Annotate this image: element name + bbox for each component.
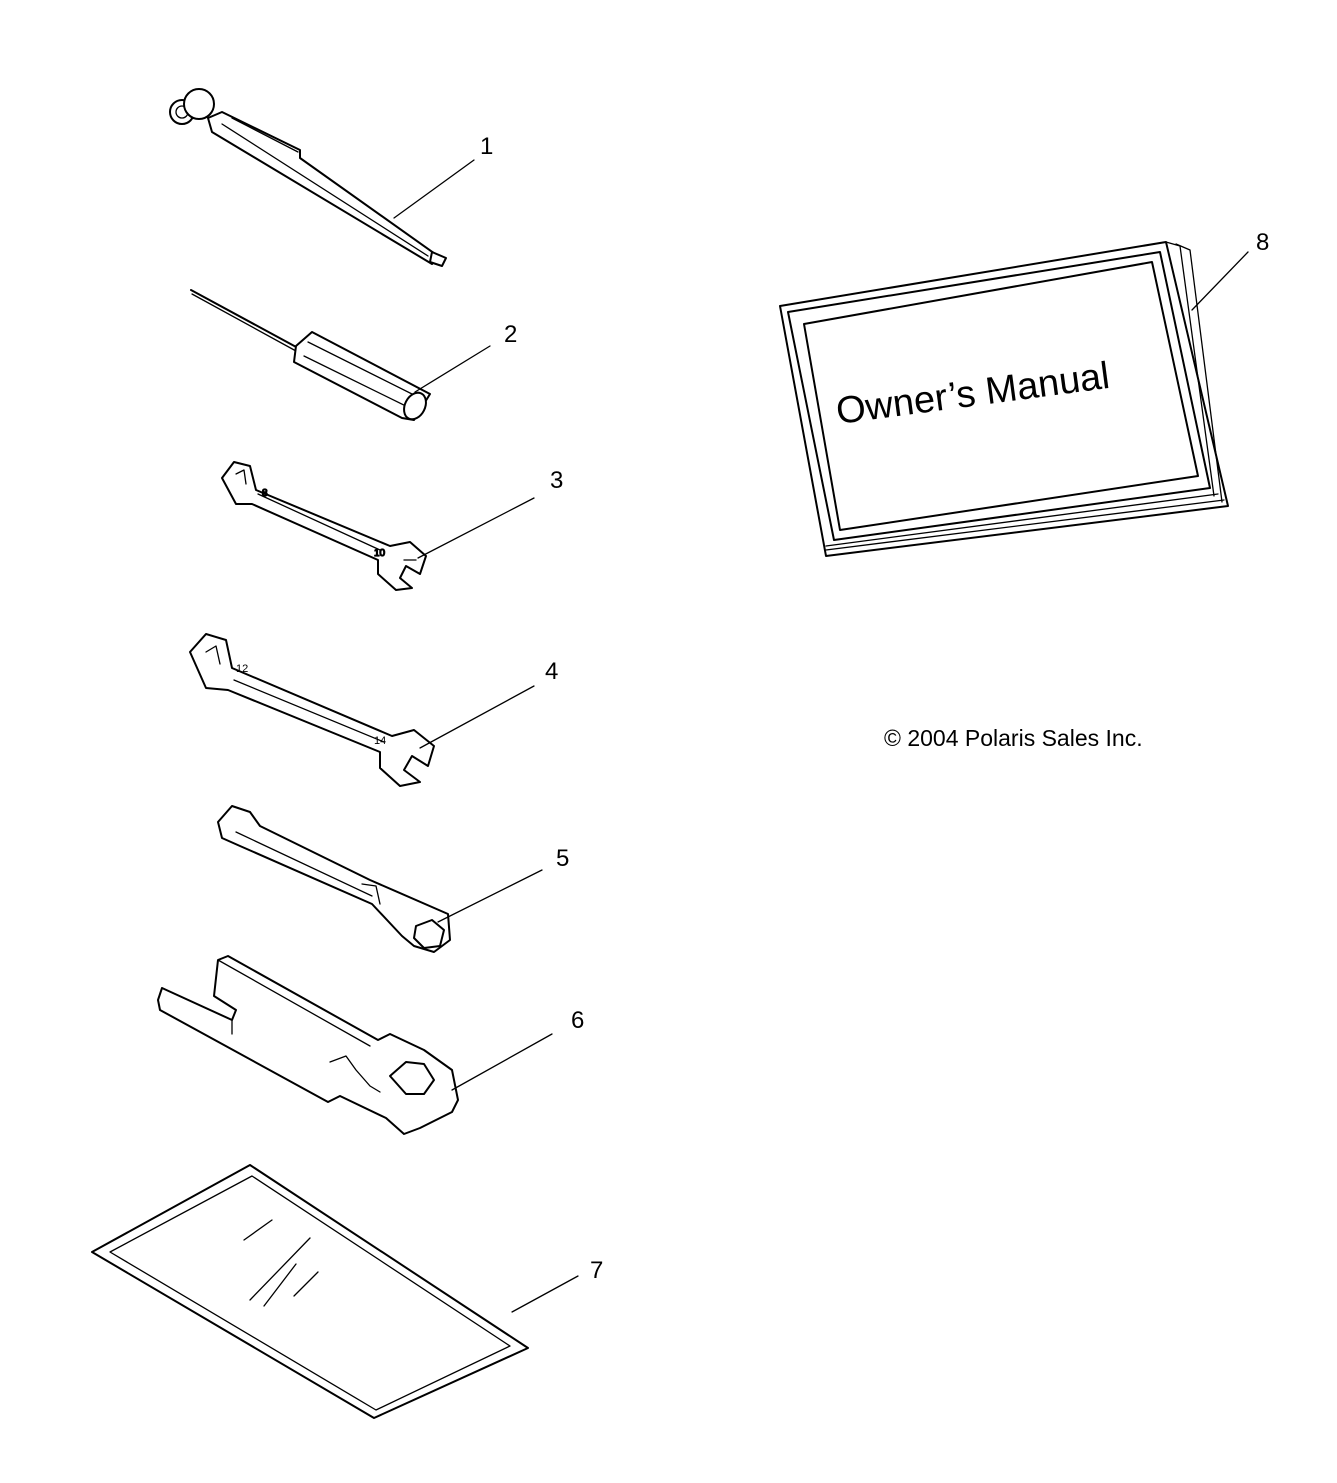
parts-bag-part-7	[91, 1164, 529, 1419]
wrench-12-14-part-4: 12 14	[189, 633, 435, 787]
wrench-size-14: 14	[374, 735, 386, 747]
screwdriver-part-2	[190, 289, 431, 421]
socket-wrench-part-5	[217, 805, 451, 953]
tool-holder-part-6	[157, 955, 459, 1135]
callout-6: 6	[571, 1007, 584, 1034]
leader-lines	[393, 159, 1249, 1313]
callout-1: 1	[480, 133, 493, 160]
callout-2: 2	[504, 321, 517, 348]
callout-7: 7	[590, 1257, 603, 1284]
wrench-8-10-part-3: 8 10	[221, 461, 427, 591]
copyright-notice: © 2004 Polaris Sales Inc.	[884, 725, 1143, 751]
owners-manual-part-8: Owner’s Manual	[779, 241, 1229, 557]
wrench-size-10: 10	[374, 548, 386, 559]
callout-4: 4	[545, 658, 558, 685]
wrench-size-8: 8	[262, 488, 268, 499]
callout-5: 5	[556, 845, 569, 872]
callout-8: 8	[1256, 229, 1269, 256]
tire-gauge-part-1	[169, 88, 447, 267]
callout-3: 3	[550, 467, 563, 494]
wrench-size-12: 12	[236, 663, 248, 675]
